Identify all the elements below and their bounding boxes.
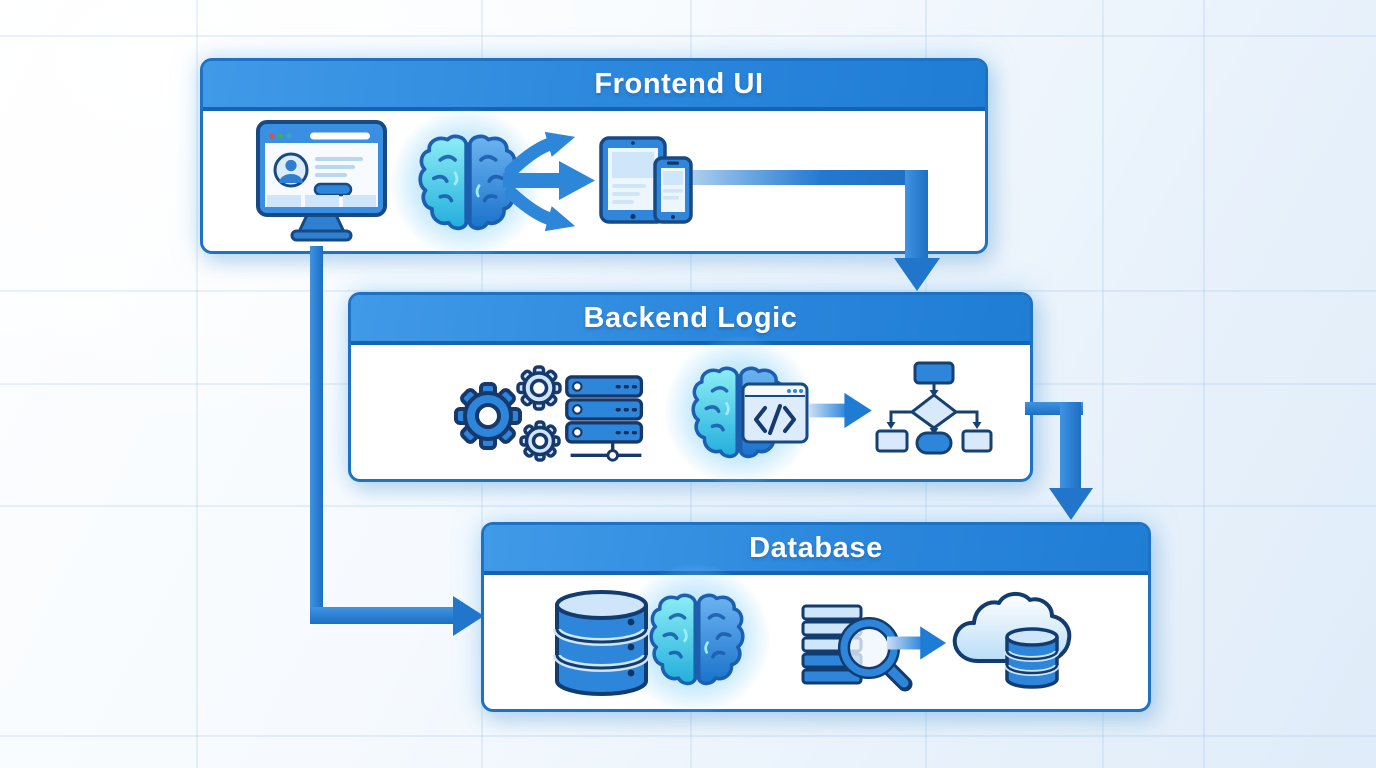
backend-body xyxy=(351,336,1030,486)
database-body xyxy=(484,564,1148,714)
grid-line xyxy=(0,290,1376,292)
frontend-body xyxy=(203,108,985,258)
arrow-down-icon xyxy=(894,258,940,291)
database-title: Database xyxy=(749,531,883,564)
arrow-down-icon xyxy=(1049,488,1093,520)
frontend-box: Frontend UI xyxy=(200,58,988,258)
connector-frontend-database-horizontal xyxy=(310,607,453,624)
ai-brain-icon xyxy=(649,593,745,686)
backend-header: Backend Logic xyxy=(351,295,1030,345)
connector-frontend-backend-vertical xyxy=(905,170,928,258)
grid-line xyxy=(196,0,198,768)
gears-icon xyxy=(454,365,562,462)
connector-backend-database-vertical xyxy=(1060,402,1081,488)
grid-line xyxy=(0,735,1376,737)
database-search-icon xyxy=(801,604,913,692)
connector-frontend-backend-horizontal xyxy=(660,170,928,185)
database-header: Database xyxy=(484,525,1148,575)
flowchart-icon xyxy=(875,361,993,455)
grid-line xyxy=(1203,0,1205,768)
browser-monitor-icon xyxy=(256,120,387,242)
arrow-right-icon xyxy=(809,392,872,429)
database-cylinder-icon xyxy=(553,590,650,696)
connector-frontend-database-vertical xyxy=(310,246,323,608)
backend-title: Backend Logic xyxy=(583,301,798,334)
cloud-database-icon xyxy=(952,592,1072,689)
code-window-icon xyxy=(741,382,809,444)
fan-arrows-icon xyxy=(503,131,595,232)
server-stack-icon xyxy=(565,375,644,462)
responsive-devices-icon xyxy=(599,136,693,224)
arrow-right-icon xyxy=(887,626,947,660)
grid-line xyxy=(0,35,1376,37)
grid-line xyxy=(0,505,1376,507)
arrow-right-icon xyxy=(453,596,484,636)
backend-box: Backend Logic xyxy=(348,292,1033,486)
database-box: Database xyxy=(481,522,1151,714)
ai-brain-icon xyxy=(418,134,518,231)
frontend-title: Frontend UI xyxy=(594,67,764,100)
grid-line xyxy=(1102,0,1104,768)
frontend-header: Frontend UI xyxy=(203,61,985,111)
